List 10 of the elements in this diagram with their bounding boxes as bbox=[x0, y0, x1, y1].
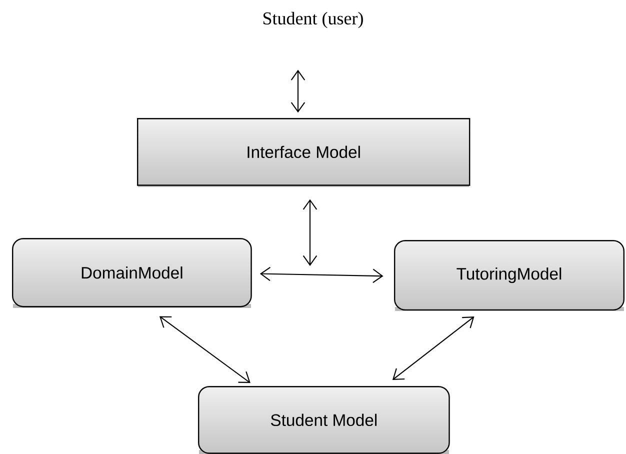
arrow bbox=[260, 266, 384, 283]
arrow bbox=[290, 70, 306, 113]
model-box: TutoringModel bbox=[394, 240, 625, 311]
arrow bbox=[392, 316, 474, 380]
arrow bbox=[159, 316, 250, 383]
arrow bbox=[302, 199, 318, 266]
model-box: Student Model bbox=[198, 386, 450, 454]
model-box: DomainModel bbox=[12, 238, 252, 308]
title-text: Student (user) bbox=[263, 12, 363, 28]
model-box: Interface Model bbox=[137, 118, 470, 187]
